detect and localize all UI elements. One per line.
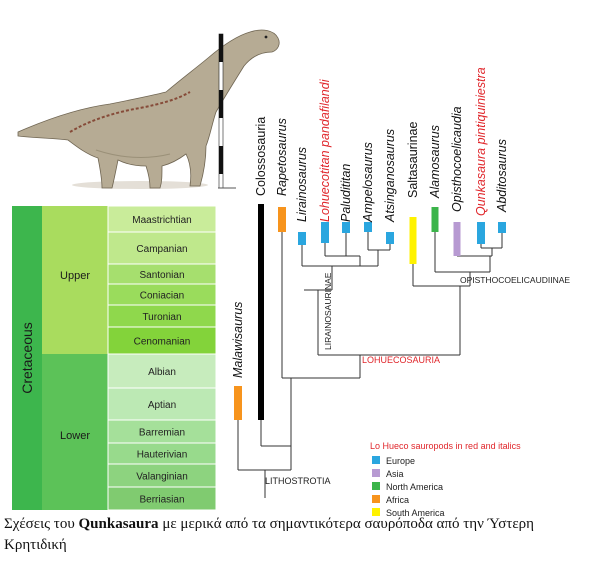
legend-swatch-3 [372, 495, 380, 503]
epoch-cell-lower [42, 354, 108, 510]
clade-label-opisthocoelicaudiinae: OPISTHOCOELICAUDIINAE [460, 275, 570, 285]
figure-caption: Σχέσεις του Qunkasaura με μερικά από τα … [4, 514, 594, 556]
legend-label-4: South America [386, 508, 445, 518]
legend-label-0: Europe [386, 456, 415, 466]
stage-cell-berriasian [107, 486, 217, 511]
range-bar-colossosauria [258, 204, 264, 420]
stage-label-hauterivian: Hauterivian [137, 450, 188, 461]
taxon-label-saltasaurinae: Saltasaurinae [406, 122, 420, 198]
clade-label-lohuecosauria: LOHUECOSAURIA [362, 355, 440, 365]
legend-swatch-0 [372, 456, 380, 464]
clade-label-lirainosaurinae: LIRAINOSAURINAE [323, 272, 333, 350]
stage-label-aptian: Aptian [148, 400, 176, 411]
stage-label-santonian: Santonian [139, 270, 184, 281]
stage-label-cenomanian: Cenomanian [134, 337, 191, 348]
stage-label-campanian: Campanian [136, 244, 187, 255]
period-label-cretaceous: Cretaceous [19, 322, 35, 394]
sauropod-illustration [17, 29, 280, 189]
range-bar-opisthocoelicaudia [453, 222, 461, 256]
legend-swatch-2 [372, 482, 380, 490]
epoch-label-upper: Upper [60, 270, 90, 282]
taxon-label-qunkasaura: Qunkasaura pintiquiniestra [474, 67, 488, 216]
caption-text-before: Σχέσεις του [4, 516, 79, 532]
range-bar-ampelosaurus [364, 222, 372, 232]
period-cell-cretaceous [12, 206, 42, 510]
taxon-label-ampelosaurus: Ampelosaurus [361, 142, 375, 223]
stage-label-albian: Albian [148, 367, 176, 378]
legend-swatch-4 [372, 508, 380, 516]
caption-text-after: με μερικά από τα σημαντικότερα σαυρόποδα… [4, 516, 534, 553]
legend-label-1: Asia [386, 469, 404, 479]
range-bar-saltasaurinae [409, 217, 417, 264]
cladogram: Malawisaurus Colossosauria Rapetosaurus Lir… [231, 67, 570, 498]
taxon-label-lohuecotitan: Lohuecotitan pandafilandi [318, 78, 332, 222]
stage-label-coniacian: Coniacian [140, 291, 184, 302]
stage-cell-maastrichtian [107, 205, 217, 233]
range-bar-alamosaurus [431, 207, 439, 232]
range-bar-malawisaurus [234, 386, 242, 420]
stage-label-turonian: Turonian [142, 312, 181, 323]
stage-label-barremian: Barremian [139, 428, 185, 439]
taxon-label-alamosaurus: Alamosaurus [428, 125, 442, 199]
taxon-label-opisthocoelicaudia: Opisthocoelicaudia [450, 106, 464, 212]
legend-swatch-1 [372, 469, 380, 477]
taxon-label-malawisaurus: Malawisaurus [231, 302, 245, 378]
legend-label-2: North America [386, 482, 443, 492]
taxon-label-abditosaurus: Abditosaurus [495, 139, 509, 213]
range-bar-lirainosaurus [298, 232, 306, 245]
taxon-label-colossosauria: Colossosauria [254, 117, 268, 196]
caption-genus: Qunkasaura [78, 516, 159, 532]
taxon-label-atsinganosaurus: Atsinganosaurus [383, 129, 397, 223]
range-bar-qunkasaura [477, 222, 485, 244]
range-bar-abditosaurus [498, 222, 506, 233]
range-bar-lohuecotitan [321, 222, 329, 243]
clade-label-lithostrotia: LITHOSTROTIA [265, 476, 331, 486]
taxon-label-paludititan: Paludititan [339, 164, 353, 222]
stage-label-berriasian: Berriasian [139, 495, 184, 506]
legend-label-3: Africa [386, 495, 409, 505]
epoch-label-lower: Lower [60, 430, 90, 442]
stage-label-maastrichtian: Maastrichtian [132, 215, 191, 226]
geography-legend: Lo Hueco sauropods in red and italicsEur… [370, 441, 521, 518]
range-bar-rapetosaurus [278, 207, 286, 232]
taxon-label-lirainosaurus: Lirainosaurus [295, 147, 309, 222]
epoch-cell-upper [42, 206, 108, 354]
legend-title: Lo Hueco sauropods in red and italics [370, 441, 521, 451]
range-bar-atsinganosaurus [386, 232, 394, 244]
taxon-label-rapetosaurus: Rapetosaurus [275, 118, 289, 196]
range-bar-paludititan [342, 222, 350, 233]
stage-cell-aptian [107, 387, 217, 421]
stage-label-valanginian: Valanginian [136, 472, 188, 483]
